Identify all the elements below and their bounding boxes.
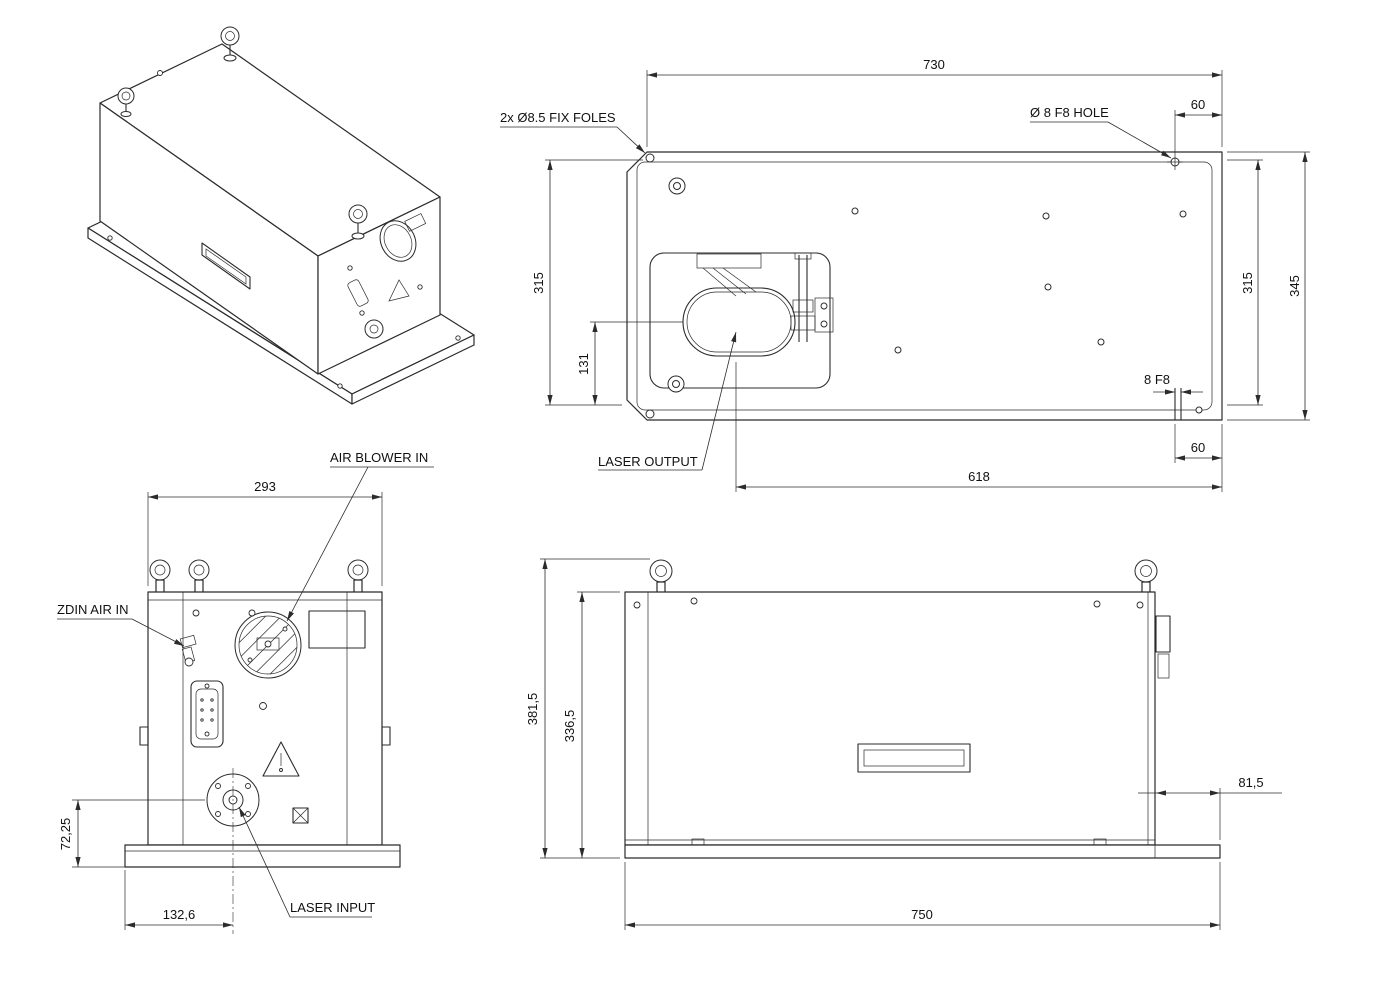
dim-381-5: 381,5 [525,693,540,726]
top-view-holes [645,153,1203,419]
iso-eye-bolts [117,26,368,240]
top-view-outline [626,151,1223,421]
dim-60-top: 60 [1191,97,1205,112]
side-view: 381,5 336,5 81,5 750 [525,558,1282,930]
front-base-plate [124,844,401,868]
dim-336-5: 336,5 [562,710,577,743]
dim-60-bottom: 60 [1191,440,1205,455]
label-f8-hole: Ø 8 F8 HOLE [1030,105,1109,120]
front-panel-details [179,609,366,824]
iso-end-face-details [347,213,427,339]
dim-72-25: 72,25 [58,818,73,851]
dim-618: 618 [968,469,990,484]
dim-293: 293 [254,479,276,494]
isometric-view [87,26,475,405]
dsub-connector [190,680,224,748]
label-air-blower: AIR BLOWER IN [330,450,428,465]
dim-132-6: 132,6 [163,907,196,922]
label-zdin-air: ZDIN AIR IN [57,602,129,617]
dim-131: 131 [576,353,591,375]
side-right-fitting [1155,615,1171,653]
top-view: 730 60 315 131 315 345 8 F8 60 618 2x Ø8… [500,57,1310,492]
side-eye-bolts [649,559,1158,594]
label-fix-holes: 2x Ø8.5 FIX FOLES [500,110,616,125]
dim-750: 750 [911,907,933,922]
dim-315-left: 315 [531,272,546,294]
label-laser-input: LASER INPUT [290,900,375,915]
dim-730: 730 [923,57,945,72]
iso-warning-triangle-icon [388,279,410,302]
fix-hole-bottom-left [645,409,655,419]
top-view-dimensions: 730 60 315 131 315 345 8 F8 60 618 [531,57,1310,492]
warning-triangle-icon [262,741,300,777]
iso-handle [201,242,251,290]
side-handle [857,743,971,773]
side-body [624,591,1221,859]
front-labels: AIR BLOWER IN ZDIN AIR IN LASER INPUT [57,450,434,918]
iso-box-body [99,43,441,375]
fix-hole-top-left [645,153,655,163]
front-view: 293 72,25 132,6 AIR BLOWER IN ZDIN AIR I… [57,450,434,934]
top-view-labels: 2x Ø8.5 FIX FOLES Ø 8 F8 HOLE LASER OUTP… [500,105,1172,471]
side-dimensions: 381,5 336,5 81,5 750 [525,558,1282,930]
dim-345: 345 [1287,275,1302,297]
dim-315-right: 315 [1240,272,1255,294]
label-laser-output: LASER OUTPUT [598,454,698,469]
dim-8f8: 8 F8 [1144,372,1170,387]
side-base-plate [624,844,1221,859]
front-blower-port [234,611,302,679]
front-eye-bolts [149,559,369,594]
front-dimensions: 293 72,25 132,6 [58,479,383,930]
dim-81-5: 81,5 [1238,775,1263,790]
